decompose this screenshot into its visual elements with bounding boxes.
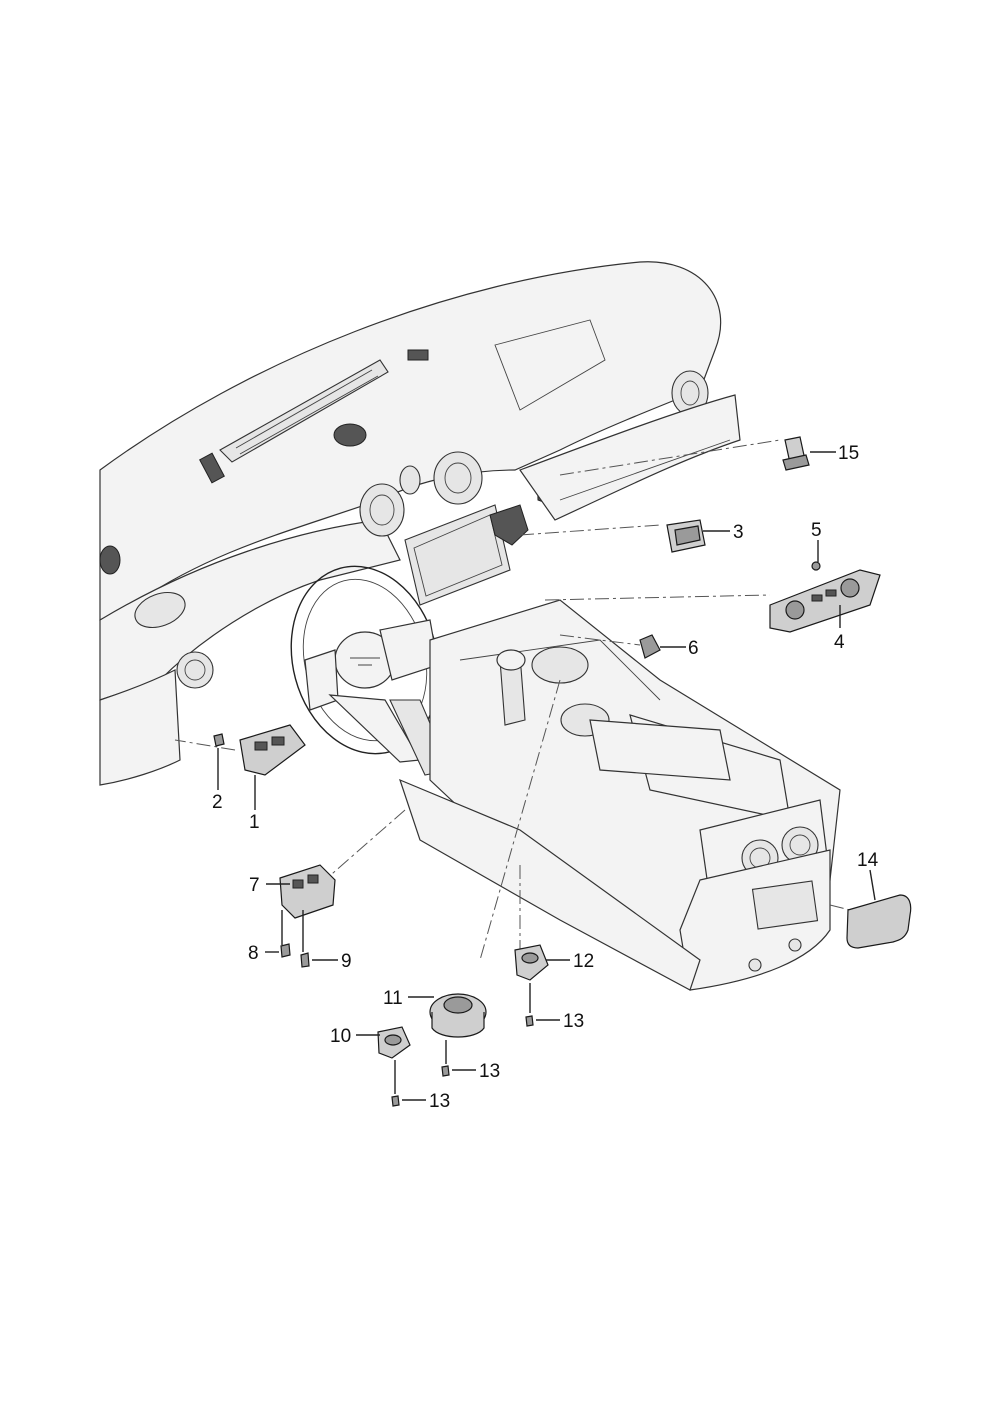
part-11 (429, 993, 487, 1038)
part-8 (280, 943, 291, 958)
part-5 (811, 561, 821, 571)
part-13-b (441, 1065, 450, 1077)
part-2 (213, 733, 225, 747)
callout-13-c: 13 (429, 1091, 450, 1112)
dashboard-illustration (99, 261, 841, 991)
callout-10: 10 (330, 1026, 351, 1047)
callout-3: 3 (733, 522, 744, 543)
part-15 (782, 436, 810, 471)
callout-15: 15 (838, 443, 859, 464)
parts (213, 436, 912, 1107)
callout-14: 14 (857, 850, 879, 871)
callout-5: 5 (811, 520, 822, 541)
part-3 (666, 519, 706, 553)
callout-8: 8 (248, 943, 259, 964)
callout-13-b: 13 (479, 1061, 500, 1082)
callout-leaders (217, 451, 876, 1101)
callout-11: 11 (383, 988, 403, 1009)
callout-12: 12 (573, 951, 594, 972)
callout-labels: 15 3 5 4 6 2 1 7 8 9 12 13 11 13 10 13 1… (212, 443, 879, 1112)
reference-leaders (174, 439, 851, 961)
part-13-a (525, 1015, 534, 1027)
callout-6: 6 (688, 638, 699, 659)
callout-13-a: 13 (563, 1011, 584, 1032)
part-6 (639, 634, 661, 659)
callout-7: 7 (249, 875, 260, 896)
part-14 (846, 894, 912, 949)
part-1 (239, 724, 306, 776)
callout-9: 9 (341, 951, 352, 972)
part-9 (300, 952, 310, 968)
part-12 (514, 944, 549, 981)
part-7 (279, 864, 336, 919)
callout-1: 1 (249, 812, 260, 833)
callout-4: 4 (834, 632, 845, 653)
part-10 (377, 1026, 411, 1059)
callout-2: 2 (212, 792, 223, 813)
part-4 (769, 569, 881, 633)
part-13-c (391, 1095, 400, 1107)
